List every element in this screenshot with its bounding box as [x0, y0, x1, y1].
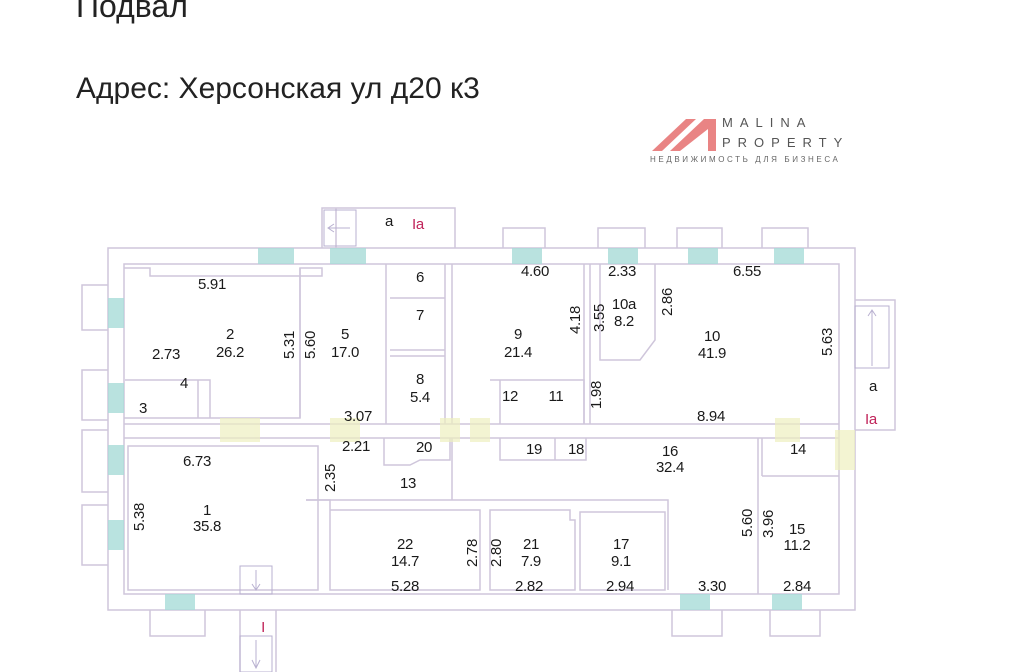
room-label: 9.1: [611, 553, 631, 570]
room-label: 3: [138, 400, 148, 417]
dimension-label: 4.18: [567, 306, 584, 334]
malina-property-watermark: MALINA PROPERTY НЕДВИЖИМОСТЬ ДЛЯ БИЗНЕСА: [650, 115, 860, 169]
room-label: 6: [415, 269, 425, 286]
room-label: 22: [396, 536, 414, 553]
room-label: Ia: [412, 216, 424, 233]
room-label: 6.73: [183, 453, 211, 470]
room-label: 10: [703, 328, 721, 345]
room-label: 41.9: [698, 345, 726, 362]
dimension-label: 1.98: [588, 381, 605, 409]
room-label: 17.0: [331, 344, 359, 361]
room-label: 2.73: [152, 346, 180, 363]
room-label: 2.21: [342, 438, 370, 455]
room-label: 7.9: [521, 553, 541, 570]
room-label: 5.28: [391, 578, 419, 595]
room-label: 7: [415, 307, 425, 324]
room-label: Ia: [865, 411, 877, 428]
dimension-label: 2.80: [488, 539, 505, 567]
room-label: 2.84: [783, 578, 811, 595]
room-label: 14: [789, 441, 807, 458]
room-label: 12: [501, 388, 519, 405]
room-label: 21: [522, 536, 540, 553]
room-label: 18: [567, 441, 585, 458]
room-label: a: [868, 378, 878, 395]
room-label: 5.4: [410, 389, 430, 406]
dimension-label: 5.60: [302, 331, 319, 359]
room-label: 2: [225, 326, 235, 343]
address-title: Адрес: Херсонская ул д20 к3: [76, 72, 480, 105]
room-label: 1: [202, 502, 212, 519]
room-label: 11: [548, 388, 564, 405]
watermark-brand-2: PROPERTY: [722, 135, 850, 150]
room-label: 6.55: [733, 263, 761, 280]
room-label: 20: [415, 439, 433, 456]
room-label: 32.4: [656, 459, 684, 476]
dimension-label: 5.31: [281, 331, 298, 359]
room-label: I: [261, 619, 265, 636]
room-label: 8.94: [697, 408, 725, 425]
room-label: 19: [525, 441, 543, 458]
room-label: 14.7: [391, 553, 419, 570]
dimension-label: 5.60: [739, 509, 756, 537]
dimension-label: 2.35: [322, 464, 339, 492]
room-label: 2.94: [606, 578, 634, 595]
room-label: 4.60: [521, 263, 549, 280]
room-label: 3.07: [344, 408, 372, 425]
room-label: 10a: [611, 296, 637, 313]
room-label: 13: [399, 475, 417, 492]
malina-logo-icon: [652, 119, 716, 151]
dimension-label: 3.96: [760, 510, 777, 538]
watermark-brand-1: MALINA: [722, 115, 813, 130]
room-label: 2.33: [608, 263, 636, 280]
dimension-label: 5.38: [131, 503, 148, 531]
room-label: 21.4: [504, 344, 532, 361]
room-label: 17: [612, 536, 630, 553]
room-label: 16: [661, 443, 679, 460]
dimension-label: 5.63: [819, 328, 836, 356]
room-label: 35.8: [193, 518, 221, 535]
room-label: 4: [179, 375, 189, 392]
room-label: 9: [513, 326, 523, 343]
dimension-label: 3.55: [591, 304, 608, 332]
watermark-tagline: НЕДВИЖИМОСТЬ ДЛЯ БИЗНЕСА: [650, 155, 841, 164]
room-label: 15: [788, 521, 806, 538]
room-label: 11.2: [783, 537, 811, 554]
room-label: 5.91: [198, 276, 226, 293]
room-label: 8: [415, 371, 425, 388]
room-label: 3.30: [698, 578, 726, 595]
room-label: 8.2: [614, 313, 634, 330]
room-label: a: [384, 213, 394, 230]
dimension-label: 2.86: [659, 288, 676, 316]
room-label: 5: [340, 326, 350, 343]
room-label: 26.2: [216, 344, 244, 361]
floor-title: Подвал: [76, 0, 188, 24]
dimension-label: 2.78: [464, 539, 481, 567]
room-label: 2.82: [515, 578, 543, 595]
